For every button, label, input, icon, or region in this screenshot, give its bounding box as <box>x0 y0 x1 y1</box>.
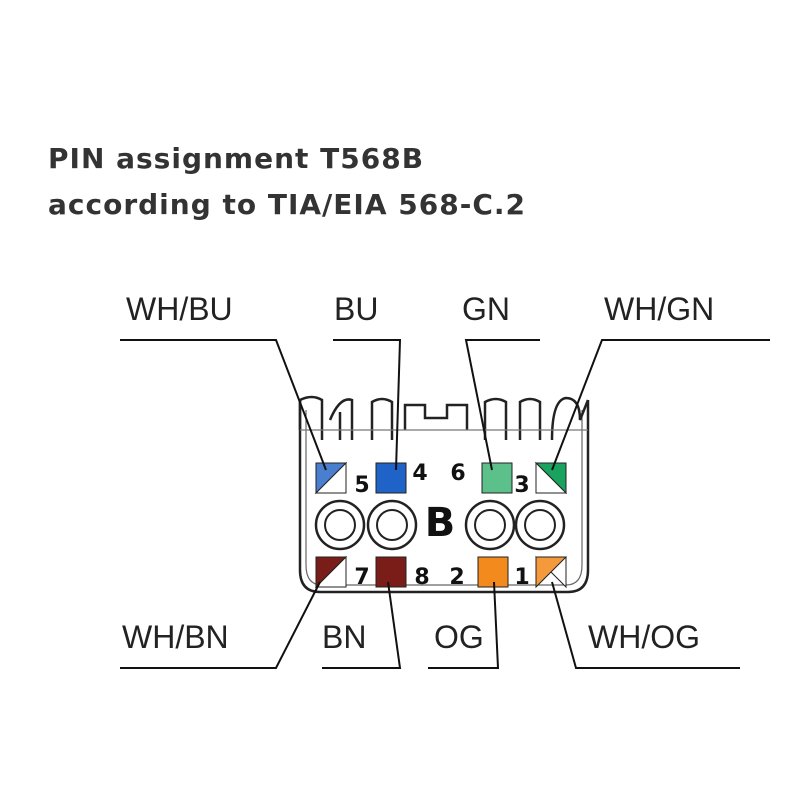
pin-number-1: 1 <box>514 565 529 590</box>
pin-block-og <box>477 556 509 588</box>
pin-number-5: 5 <box>354 473 369 498</box>
wire-entry-holes <box>314 499 566 551</box>
title-line-1: PIN assignment T568B <box>48 142 425 175</box>
label-gn: GN <box>462 291 510 327</box>
pin-block-bu <box>375 462 407 494</box>
variant-letter: B <box>425 500 456 546</box>
label-wh-gn: WH/GN <box>604 291 714 327</box>
pin-number-6: 6 <box>450 461 465 486</box>
pin-number-7: 7 <box>354 565 369 590</box>
label-wh-bn: WH/BN <box>122 619 229 655</box>
pin-number-3: 3 <box>514 473 529 498</box>
label-wh-og: WH/OG <box>588 619 700 655</box>
leader-lines <box>120 339 770 669</box>
title-line-2: according to TIA/EIA 568-C.2 <box>48 188 526 221</box>
pin-number-8: 8 <box>414 565 429 590</box>
pin-block-gn <box>481 462 513 494</box>
label-og: OG <box>434 619 484 655</box>
pin-number-4: 4 <box>412 461 427 486</box>
diagram-title: PIN assignment T568B according to TIA/EI… <box>48 136 526 228</box>
pin-block-bn <box>375 556 407 588</box>
connector-body <box>298 395 590 594</box>
label-wh-bu: WH/BU <box>126 291 233 327</box>
label-bn: BN <box>322 619 366 655</box>
pin-number-2: 2 <box>449 565 464 590</box>
label-bu: BU <box>334 291 378 327</box>
